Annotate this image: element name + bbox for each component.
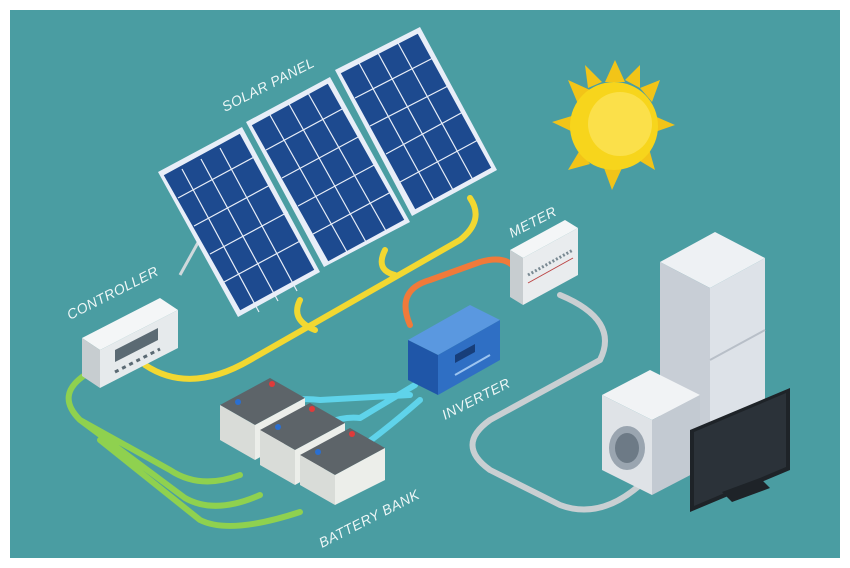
solar-panel-3 bbox=[335, 27, 497, 216]
television bbox=[690, 388, 790, 512]
meter-device bbox=[510, 220, 578, 305]
controller-device bbox=[82, 298, 178, 388]
battery-3 bbox=[300, 428, 385, 505]
solar-panel-2 bbox=[246, 77, 410, 267]
sun-icon bbox=[552, 60, 675, 190]
washing-machine bbox=[602, 370, 700, 495]
solar-panel-1 bbox=[158, 127, 320, 317]
solar-system-diagram: SOLAR PANEL CONTROLLER METER INVERTER BA… bbox=[10, 10, 840, 558]
load-cable bbox=[469, 292, 643, 513]
meter-cable bbox=[402, 256, 518, 328]
battery-cable bbox=[65, 372, 303, 529]
battery-bank bbox=[220, 378, 385, 505]
solar-panels bbox=[158, 27, 497, 317]
solar-cable bbox=[142, 195, 479, 382]
diagram-canvas: SOLAR PANEL CONTROLLER METER INVERTER BA… bbox=[64, 27, 790, 551]
inverter-device bbox=[408, 305, 500, 395]
